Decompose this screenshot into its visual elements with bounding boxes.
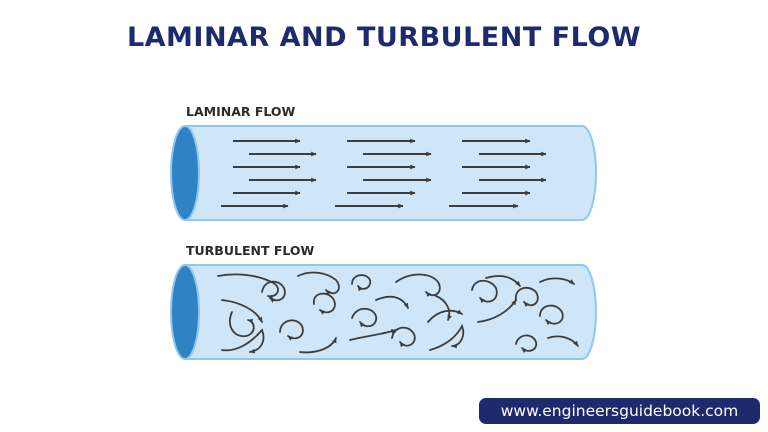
eddy-swirl [515,334,538,354]
eddy-swirl [299,337,337,354]
laminar-streamlines [221,138,547,209]
eddy-swirl [261,280,286,303]
eddy-swirl [515,286,539,308]
turbulent-flow-label: TURBULENT FLOW [186,243,315,258]
eddy-swirl [547,335,579,347]
laminar-flow-label: LAMINAR FLOW [186,104,296,119]
turbulent-pipe [170,264,597,360]
eddy-swirl [395,273,441,298]
eddy-swirl [375,295,409,309]
eddy-swirl [297,271,340,296]
laminar-pipe-inlet [170,125,200,221]
eddy-swirl [351,274,372,292]
eddy-swirl [539,277,575,285]
website-url-badge: www.engineersguidebook.com [479,398,760,424]
eddy-swirl [279,319,304,341]
eddy-swirl [217,273,279,300]
laminar-pipe [170,125,597,221]
eddy-swirl [429,323,465,351]
eddy-swirl [221,328,265,354]
turbulent-pipe-inlet [170,264,200,360]
eddy-swirl [477,299,517,323]
eddy-swirl [485,275,521,287]
eddy-swirl [221,299,263,323]
eddy-swirl [349,329,397,341]
eddy-swirl [391,326,416,348]
page-title: LAMINAR AND TURBULENT FLOW [126,22,642,53]
eddy-swirl [351,307,378,328]
turbulent-eddies [217,271,579,354]
eddy-swirl [435,295,453,321]
eddy-swirl [471,279,498,304]
eddy-swirl [229,311,255,338]
eddy-swirl [313,292,336,315]
eddy-swirl [427,309,463,323]
eddy-swirl [539,304,564,326]
